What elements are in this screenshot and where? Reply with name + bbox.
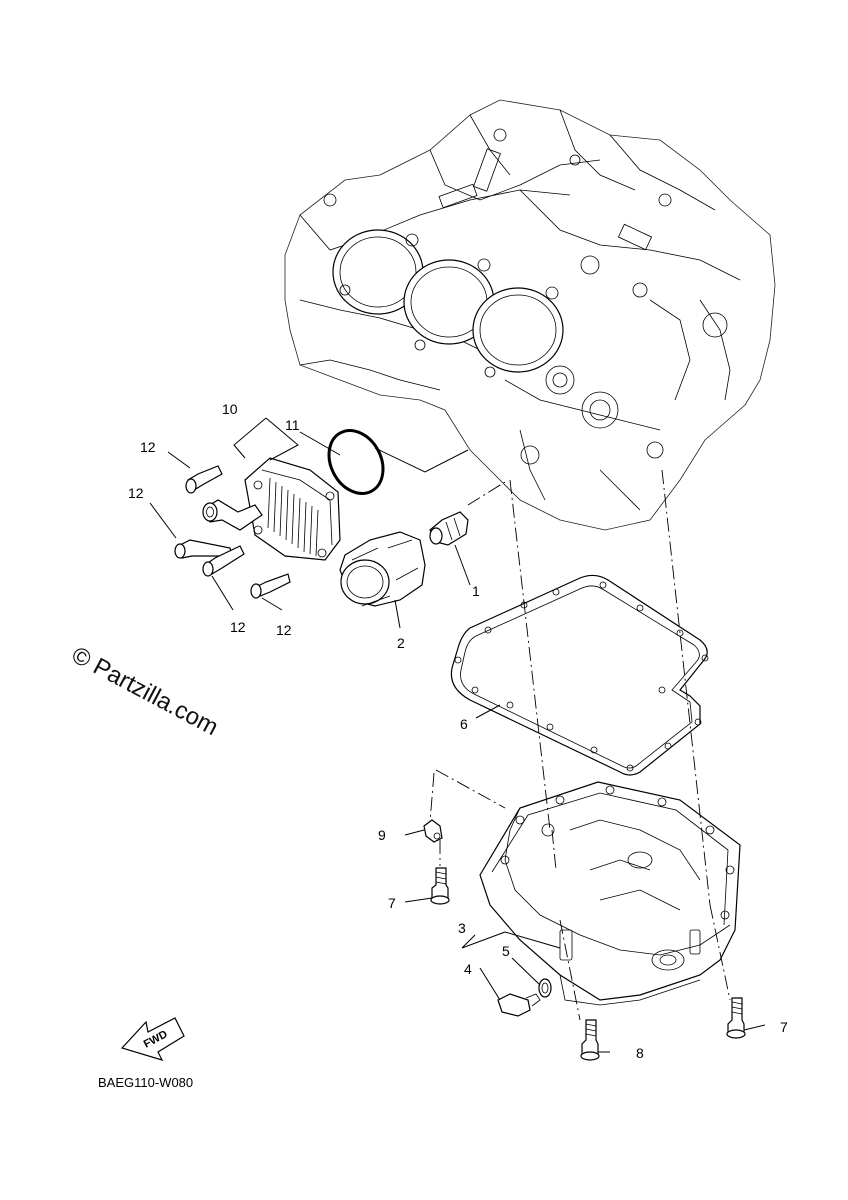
callout-12-bottom-right: 12 (276, 622, 292, 638)
oil-cooler (202, 457, 341, 561)
bolt-7-left (430, 867, 450, 905)
leader-lines (149, 417, 766, 1053)
watermark: © Partzilla.com (67, 641, 222, 741)
bolt-7-right (726, 997, 746, 1039)
bolt-12-bottom-right (250, 573, 291, 599)
callout-5: 5 (502, 943, 510, 959)
callout-4: 4 (464, 961, 472, 977)
union-bolt (429, 511, 469, 546)
clamp (423, 819, 443, 843)
callout-12-bottom-left: 12 (230, 619, 246, 635)
callout-8: 8 (636, 1045, 644, 1061)
drain-bolt (497, 993, 541, 1017)
oil-filter (339, 531, 426, 607)
callout-10: 10 (222, 401, 238, 417)
callout-6: 6 (460, 716, 468, 732)
callout-7-left: 7 (388, 895, 396, 911)
engine-crankcase (284, 99, 776, 531)
callout-11: 11 (285, 417, 300, 433)
bolt-12-bottom-left (202, 545, 245, 577)
callout-labels: 10 11 12 12 12 12 2 1 6 9 7 3 5 4 7 8 (128, 401, 788, 1061)
oil-pan-gasket (450, 574, 709, 776)
callout-3: 3 (458, 920, 466, 936)
diagram-code: BAEG110-W080 (98, 1075, 193, 1090)
alignment-lines (429, 469, 731, 1021)
bolt-8 (580, 1019, 600, 1061)
callout-7-right: 7 (780, 1019, 788, 1035)
gasket-washer (538, 978, 552, 998)
o-ring (327, 429, 385, 495)
bolt-12-top (185, 465, 223, 494)
callout-9: 9 (378, 827, 386, 843)
oil-pan (479, 781, 741, 1006)
gasket-bolt-holes (454, 581, 709, 772)
callout-12-left: 12 (128, 485, 144, 501)
callout-2: 2 (397, 635, 405, 651)
callout-1: 1 (472, 583, 480, 599)
callout-12-top: 12 (140, 439, 156, 455)
fwd-arrow-icon: FWD (120, 1017, 185, 1061)
